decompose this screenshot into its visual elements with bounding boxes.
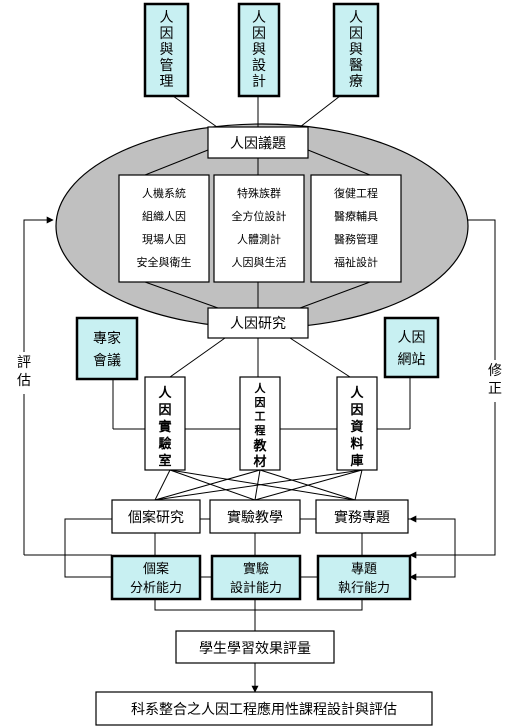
- resource-char: 工: [255, 410, 266, 423]
- ability-line: 設計能力: [230, 580, 282, 596]
- topic-char: 設: [252, 58, 266, 74]
- activity-lab-teaching: 實驗教學: [209, 499, 301, 534]
- resource-char: 驗: [158, 436, 171, 452]
- issue-item: 醫療輔具: [334, 209, 378, 223]
- issue-group-rehab: 復健工程 醫療輔具 醫務管理 福祉設計: [310, 174, 402, 283]
- issue-item: 特殊族群: [237, 186, 281, 200]
- resource-materials: 人 因 工 程 教 材: [239, 376, 281, 471]
- ability-line: 分析能力: [130, 581, 182, 596]
- topic-char: 醫: [349, 58, 363, 74]
- topic-box-design: 人 因 與 設 計: [237, 2, 281, 98]
- issue-group-systems: 人機系統 組織人因 現場人因 安全與衛生: [118, 174, 210, 283]
- resource-char: 因: [350, 403, 363, 418]
- resource-char: 因: [255, 396, 266, 409]
- research-title-box: 人因研究: [207, 307, 309, 339]
- resource-char: 料: [350, 436, 363, 452]
- resource-database: 人 因 資 料 庫: [336, 376, 378, 471]
- issue-group-populations: 特殊族群 全方位設計 人體測計 人因與生活: [213, 174, 305, 283]
- expert-meeting-line: 專家: [93, 330, 121, 347]
- right-label-char: 正: [488, 381, 502, 397]
- resource-char: 教: [252, 438, 267, 454]
- issues-title: 人因議題: [230, 135, 286, 152]
- resource-char: 人: [158, 385, 172, 401]
- topic-char: 因: [349, 26, 363, 42]
- expert-meeting-box: 專家 會議: [75, 316, 139, 381]
- topic-char: 療: [349, 73, 363, 90]
- resource-char: 實: [158, 419, 171, 435]
- activity-practice-project: 實務專題: [315, 499, 409, 534]
- topic-char: 計: [252, 74, 266, 90]
- left-side-label: 評 估: [13, 352, 35, 394]
- ability-project-execution: 專題 執行能力: [316, 554, 412, 601]
- topic-char: 與: [160, 42, 174, 58]
- topic-char: 與: [252, 42, 266, 58]
- expert-meeting-line: 會議: [93, 352, 121, 369]
- resource-char: 人: [255, 381, 267, 395]
- final-title: 科系整合之人因工程應用性課程設計與評估: [131, 701, 397, 718]
- issues-title-box: 人因議題: [207, 126, 309, 159]
- resource-char: 庫: [350, 453, 363, 469]
- topic-box-medical: 人 因 與 醫 療: [332, 2, 380, 98]
- right-label-char: 修: [488, 363, 502, 379]
- topic-char: 人: [160, 10, 174, 26]
- evaluation-box: 學生學習效果評量: [175, 630, 335, 664]
- ability-line: 專題: [351, 562, 377, 577]
- ability-case-analysis: 個案 分析能力: [110, 554, 202, 601]
- ability-line: 實驗: [243, 561, 269, 577]
- issue-item: 全方位設計: [232, 209, 287, 223]
- topic-char: 管: [160, 58, 174, 74]
- left-label-char: 估: [17, 373, 31, 389]
- activity-case-study: 個案研究: [111, 499, 201, 534]
- issue-item: 復健工程: [334, 187, 378, 200]
- topic-char: 人: [252, 10, 266, 26]
- topic-box-management: 人 因 與 管 理: [143, 2, 190, 98]
- issue-item: 人因與生活: [232, 255, 287, 269]
- left-label-char: 評: [17, 355, 31, 371]
- resource-char: 材: [253, 454, 266, 470]
- topic-char: 人: [349, 10, 363, 26]
- research-title: 人因研究: [230, 316, 286, 332]
- topic-char: 與: [349, 42, 363, 58]
- resource-char: 因: [158, 403, 171, 418]
- ability-experiment-design: 實驗 設計能力: [210, 554, 302, 601]
- issue-item: 安全與衛生: [137, 255, 192, 269]
- activity-label: 實務專題: [334, 509, 390, 526]
- topic-char: 因: [160, 26, 174, 42]
- resource-char: 資: [350, 419, 363, 435]
- issue-item: 人機系統: [142, 186, 186, 200]
- evaluation-label: 學生學習效果評量: [199, 641, 311, 657]
- resource-char: 程: [255, 423, 266, 437]
- issue-item: 醫務管理: [334, 232, 378, 246]
- activity-label: 個案研究: [128, 509, 184, 526]
- resource-char: 人: [350, 385, 364, 401]
- issue-item: 組織人因: [142, 210, 186, 223]
- activity-label: 實驗教學: [227, 509, 283, 526]
- right-side-label: 修 正: [484, 360, 506, 402]
- issue-item: 福祉設計: [334, 255, 378, 269]
- topic-char: 理: [160, 74, 174, 90]
- ability-line: 執行能力: [338, 580, 390, 596]
- ability-line: 個案: [143, 562, 169, 577]
- resource-lab: 人 因 實 驗 室: [144, 376, 186, 471]
- final-title-box: 科系整合之人因工程應用性課程設計與評估: [95, 691, 433, 726]
- website-line: 網站: [398, 352, 426, 368]
- issue-item: 人體測計: [237, 232, 281, 246]
- topic-char: 因: [252, 26, 266, 42]
- website-box: 人因 網站: [383, 316, 440, 379]
- website-line: 人因: [398, 330, 426, 346]
- issue-item: 現場人因: [142, 233, 186, 246]
- resource-char: 室: [158, 453, 171, 469]
